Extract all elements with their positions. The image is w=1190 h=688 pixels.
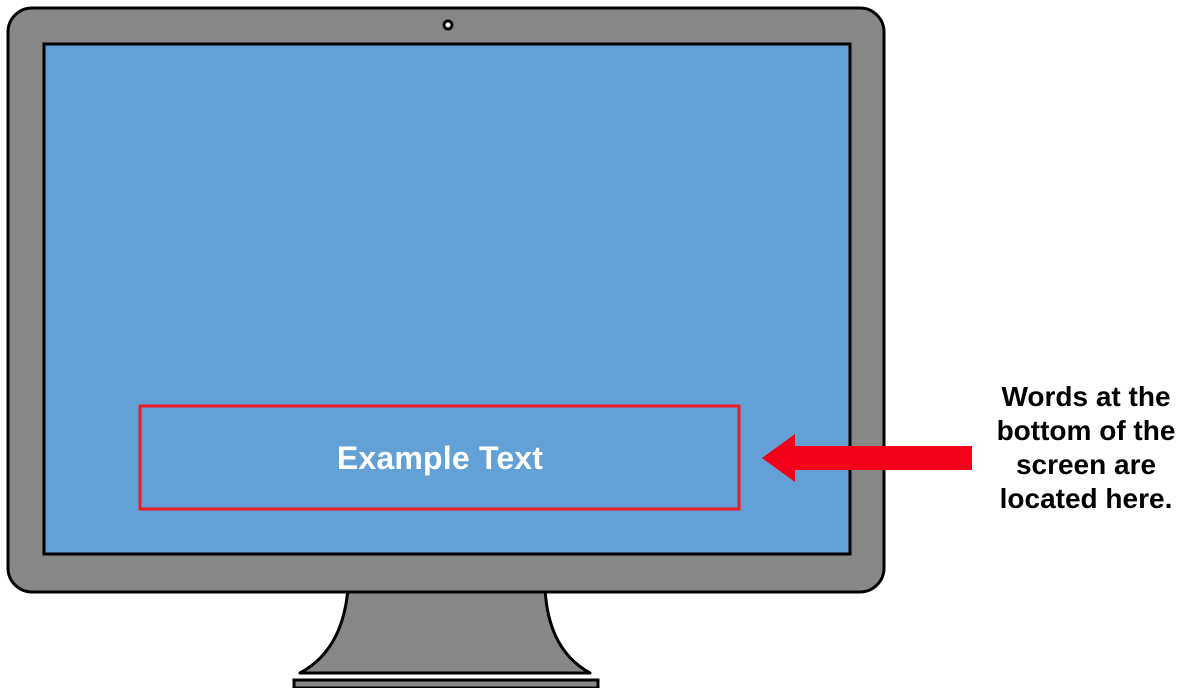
callout-text: Words at the bottom of the screen are lo… (982, 380, 1190, 516)
left-arrow-icon (762, 434, 972, 482)
monitor-stand (298, 586, 592, 675)
monitor-stand-base (292, 678, 600, 688)
subtitle-example-text: Example Text (336, 439, 544, 476)
webcam-icon (442, 19, 454, 31)
monitor-screen (42, 42, 852, 556)
callout-line: bottom of the (996, 415, 1176, 446)
callout-line: located here. (999, 483, 1173, 514)
subtitle-highlight-box (138, 404, 741, 511)
callout-line: screen are (1015, 449, 1157, 480)
callout-line: Words at the (1001, 381, 1171, 412)
